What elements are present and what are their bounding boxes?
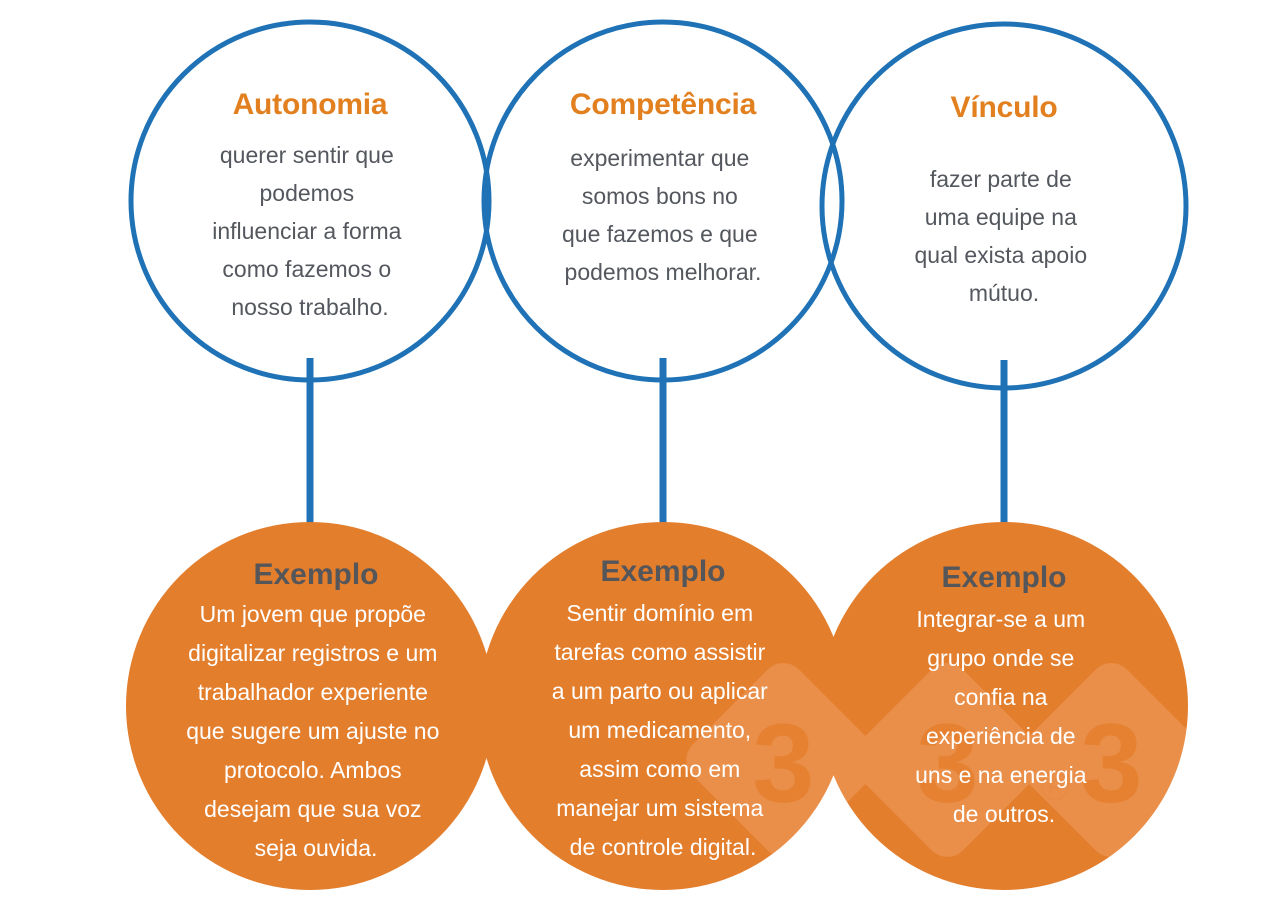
example-line: protocolo. Ambos — [224, 757, 402, 783]
concept-title-autonomia: Autonomia — [233, 88, 388, 121]
concept-line: somos bons no — [582, 183, 738, 209]
concept-competencia: Competência experimentar que somos bons … — [562, 88, 764, 285]
concept-vinculo: Vínculo fazer parte de uma equipe na qua… — [914, 91, 1093, 306]
example-vinculo: Exemplo Integrar-se a um grupo onde se c… — [915, 561, 1093, 827]
example-line: Integrar-se a um — [916, 606, 1085, 632]
example-line: grupo onde se — [927, 645, 1074, 671]
concept-line: podemos melhorar. — [565, 259, 762, 285]
concept-line: como fazemos o — [222, 256, 391, 282]
example-line: um medicamento, — [568, 717, 751, 743]
example-line: digitalizar registros e um — [188, 640, 437, 666]
concept-body-competencia: experimentar que somos bons no que fazem… — [562, 145, 764, 285]
example-line: desejam que sua voz — [204, 796, 421, 822]
example-circles-group — [126, 522, 1188, 890]
example-line: manejar um sistema — [556, 795, 763, 821]
concept-line: experimentar que — [570, 145, 749, 171]
example-line: trabalhador experiente — [198, 679, 428, 705]
example-title-competencia: Exemplo — [600, 555, 725, 588]
example-line: de outros. — [953, 801, 1055, 827]
concept-circle-autonomia[interactable] — [128, 19, 492, 383]
example-line: assim como em — [579, 756, 740, 782]
concept-title-competencia: Competência — [570, 88, 757, 121]
example-line: seja ouvida. — [255, 835, 378, 861]
concept-line: qual exista apoio — [914, 242, 1087, 268]
example-circle-vinculo[interactable] — [820, 522, 1188, 890]
example-autonomia: Exemplo Um jovem que propõe digitalizar … — [186, 558, 446, 861]
example-line: confia na — [954, 684, 1048, 710]
concept-line: que fazemos e que — [562, 221, 758, 247]
example-line: que sugere um ajuste no — [186, 718, 439, 744]
concept-circle-vinculo[interactable] — [819, 21, 1189, 391]
example-line: de controle digital. — [570, 834, 757, 860]
concept-line: nosso trabalho. — [231, 294, 388, 320]
concept-circles-group — [128, 19, 1189, 391]
example-body-vinculo: Integrar-se a um grupo onde se confia na… — [915, 606, 1093, 827]
example-line: experiência de — [926, 723, 1076, 749]
concept-line: mútuo. — [969, 280, 1039, 306]
concept-line: uma equipe na — [925, 204, 1077, 230]
example-competencia: Exemplo Sentir domínio em tarefas como a… — [552, 555, 774, 860]
example-body-competencia: Sentir domínio em tarefas como assistir … — [552, 600, 774, 860]
watermark-digit: 3 — [916, 701, 978, 826]
concept-title-vinculo: Vínculo — [951, 91, 1058, 124]
concept-body-autonomia: querer sentir que podemos influenciar a … — [212, 142, 408, 320]
concept-line: fazer parte de — [930, 166, 1072, 192]
example-line: Um jovem que propõe — [200, 601, 426, 627]
watermark-333-logo: 3 3 3 ® — [686, 663, 1188, 857]
example-line: a um parto ou aplicar — [552, 678, 768, 704]
example-body-autonomia: Um jovem que propõe digitalizar registro… — [186, 601, 446, 861]
watermark-digit: 3 — [1080, 701, 1142, 826]
example-line: Sentir domínio em — [566, 600, 753, 626]
concept-body-vinculo: fazer parte de uma equipe na qual exista… — [914, 166, 1093, 306]
connector-lines — [306, 358, 1008, 540]
watermark-tile — [850, 663, 1045, 857]
watermark-digit: 3 — [752, 701, 814, 826]
concept-line: influenciar a forma — [212, 218, 401, 244]
example-line: uns e na energia — [915, 762, 1087, 788]
example-title-autonomia: Exemplo — [253, 558, 378, 591]
example-circle-autonomia[interactable] — [126, 522, 494, 890]
example-title-vinculo: Exemplo — [941, 561, 1066, 594]
concept-autonomia: Autonomia querer sentir que podemos infl… — [212, 88, 408, 320]
concept-line: querer sentir que — [220, 142, 394, 168]
concept-line: podemos — [259, 180, 354, 206]
concept-circle-competencia[interactable] — [481, 19, 845, 383]
example-line: tarefas como assistir — [554, 639, 765, 665]
example-circle-competencia[interactable] — [479, 522, 847, 890]
watermark-registered-icon: ® — [1040, 765, 1069, 809]
